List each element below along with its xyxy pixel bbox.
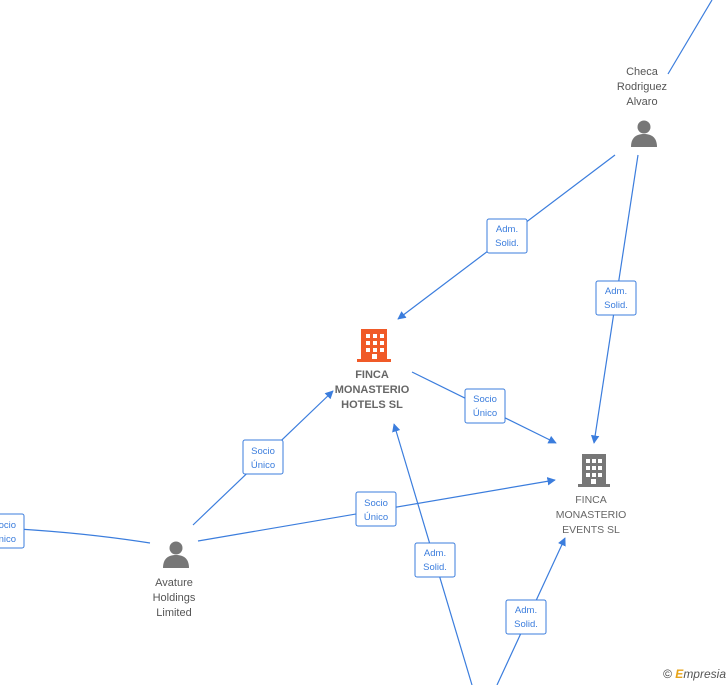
brand-logo-rest: mpresia xyxy=(683,667,726,681)
brand-logo-initial: E xyxy=(675,667,684,681)
svg-text:Solid.: Solid. xyxy=(495,238,519,249)
svg-text:Solid.: Solid. xyxy=(514,619,538,630)
svg-text:Limited: Limited xyxy=(156,607,191,619)
svg-text:FINCA: FINCA xyxy=(575,494,607,506)
svg-text:Solid.: Solid. xyxy=(423,562,447,573)
svg-text:Adm.: Adm. xyxy=(605,286,627,297)
svg-text:MONASTERIO: MONASTERIO xyxy=(556,509,627,521)
svg-text:Adm.: Adm. xyxy=(496,224,518,235)
svg-text:EVENTS SL: EVENTS SL xyxy=(562,524,620,536)
edge-label-checa-hotels[interactable]: Adm. Solid. xyxy=(486,218,528,254)
svg-text:Adm.: Adm. xyxy=(515,605,537,616)
svg-text:Socio: Socio xyxy=(473,394,497,405)
svg-text:Checa: Checa xyxy=(626,66,659,78)
edge-top-checa xyxy=(667,0,713,75)
svg-text:Rodriguez: Rodriguez xyxy=(617,81,667,93)
brand-watermark: © Empresia xyxy=(663,667,726,681)
svg-text:Único: Único xyxy=(473,408,497,419)
edge-label-left-partial[interactable]: ocio nico xyxy=(0,513,25,549)
svg-text:Adm.: Adm. xyxy=(424,548,446,559)
svg-text:Socio: Socio xyxy=(251,446,275,457)
svg-text:Único: Único xyxy=(364,512,388,523)
edge-label-checa-events[interactable]: Adm. Solid. xyxy=(595,280,637,316)
edge-label-bottom-events[interactable]: Adm. Solid. xyxy=(505,599,547,635)
svg-text:Alvaro: Alvaro xyxy=(626,96,657,108)
svg-text:Solid.: Solid. xyxy=(604,300,628,311)
building-icon xyxy=(357,329,391,362)
svg-text:Único: Único xyxy=(251,460,275,471)
node-person-avature[interactable]: Avature Holdings Limited xyxy=(153,541,196,620)
svg-text:Socio: Socio xyxy=(364,498,388,509)
person-icon xyxy=(631,120,657,147)
svg-text:HOTELS SL: HOTELS SL xyxy=(341,399,403,411)
svg-text:nico: nico xyxy=(0,534,16,545)
edge-label-avature-events[interactable]: Socio Único xyxy=(355,491,397,527)
svg-text:FINCA: FINCA xyxy=(355,369,389,381)
svg-text:MONASTERIO: MONASTERIO xyxy=(335,384,410,396)
edge-label-bottom-hotels[interactable]: Adm. Solid. xyxy=(414,542,456,578)
building-icon xyxy=(578,454,610,487)
svg-text:Holdings: Holdings xyxy=(153,592,196,604)
svg-text:Avature: Avature xyxy=(155,577,193,589)
copyright-symbol: © xyxy=(663,667,672,681)
edge-label-avature-hotels[interactable]: Socio Único xyxy=(242,439,284,475)
edge-label-hotels-events[interactable]: Socio Único xyxy=(464,388,506,424)
node-person-checa[interactable]: Checa Rodriguez Alvaro xyxy=(617,66,667,147)
person-icon xyxy=(163,541,189,568)
node-company-events[interactable]: FINCA MONASTERIO EVENTS SL xyxy=(556,454,627,536)
node-company-hotels[interactable]: FINCA MONASTERIO HOTELS SL xyxy=(335,329,410,411)
svg-text:ocio: ocio xyxy=(0,520,16,531)
